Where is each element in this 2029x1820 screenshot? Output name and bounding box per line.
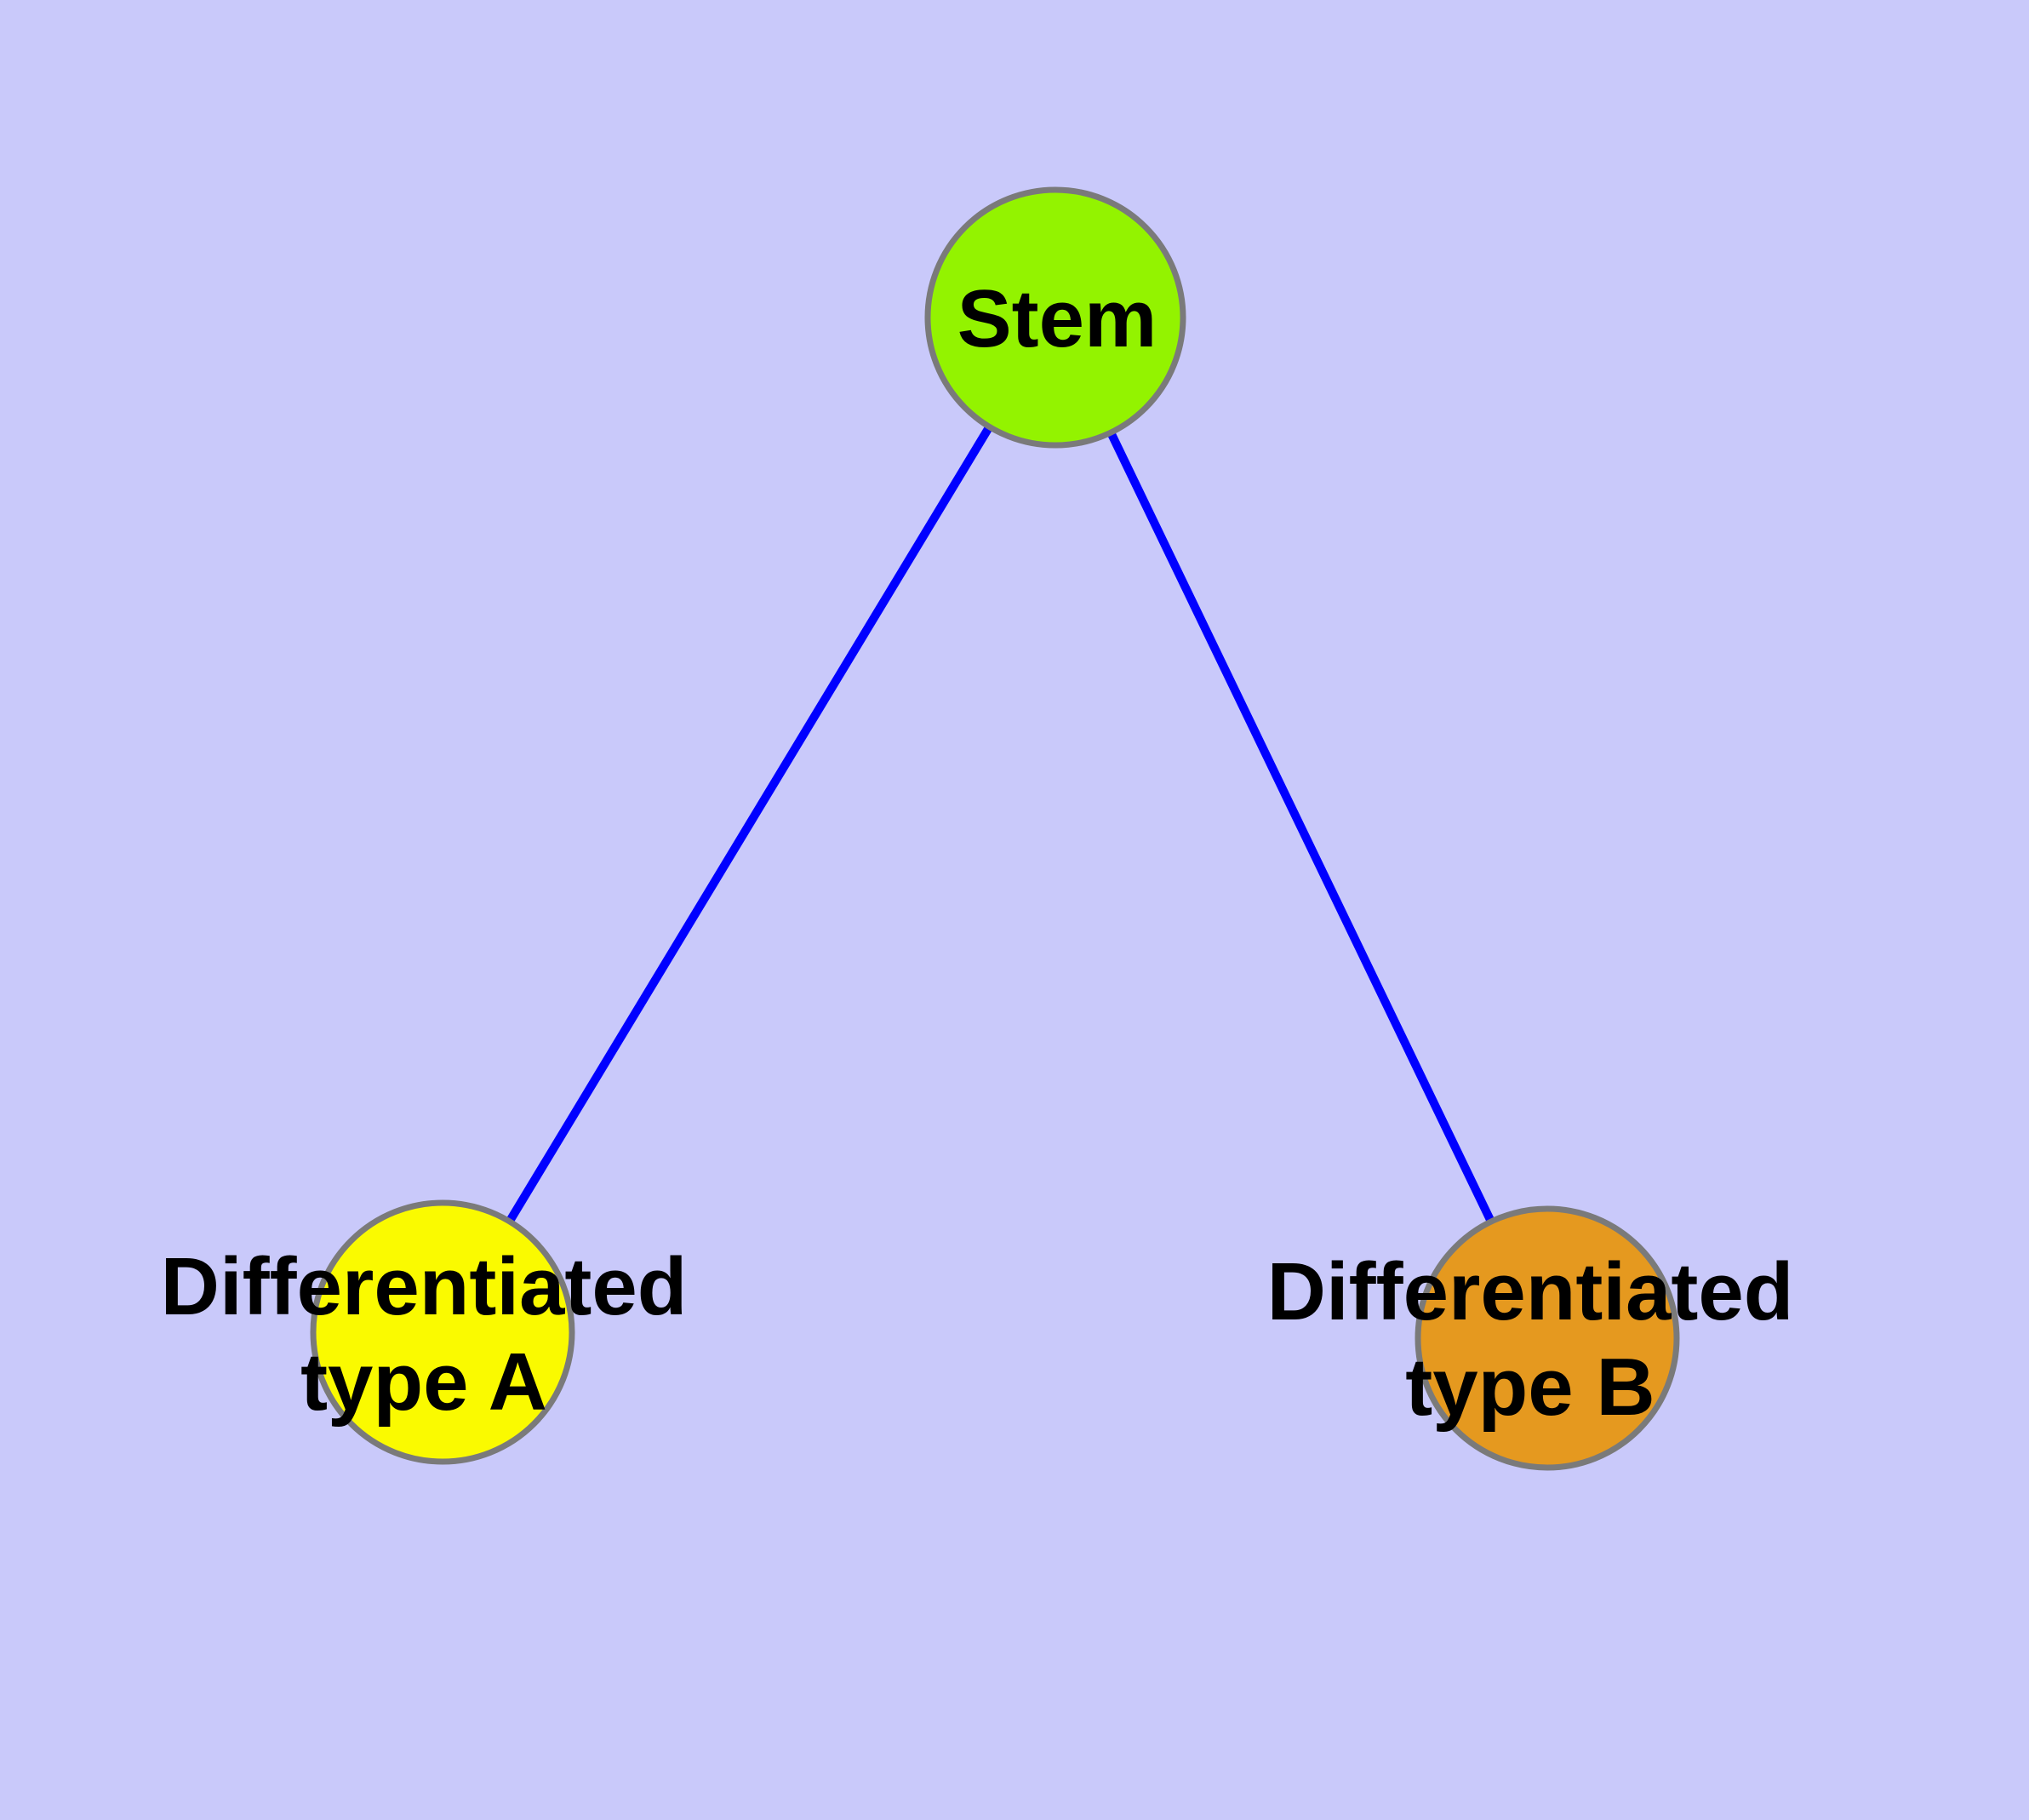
node-type-b-label: Differentiated type B <box>1266 1246 1794 1433</box>
node-stem-label: Stem <box>957 273 1157 364</box>
edge-stem-to-type-b <box>1051 315 1552 1341</box>
node-stem-circle <box>924 186 1186 449</box>
node-type-a-label: Differentiated type A <box>160 1241 688 1428</box>
edge-stem-to-type-a <box>438 315 1060 1335</box>
node-type-b-circle <box>1415 1205 1680 1471</box>
node-type-a-circle <box>310 1199 575 1465</box>
